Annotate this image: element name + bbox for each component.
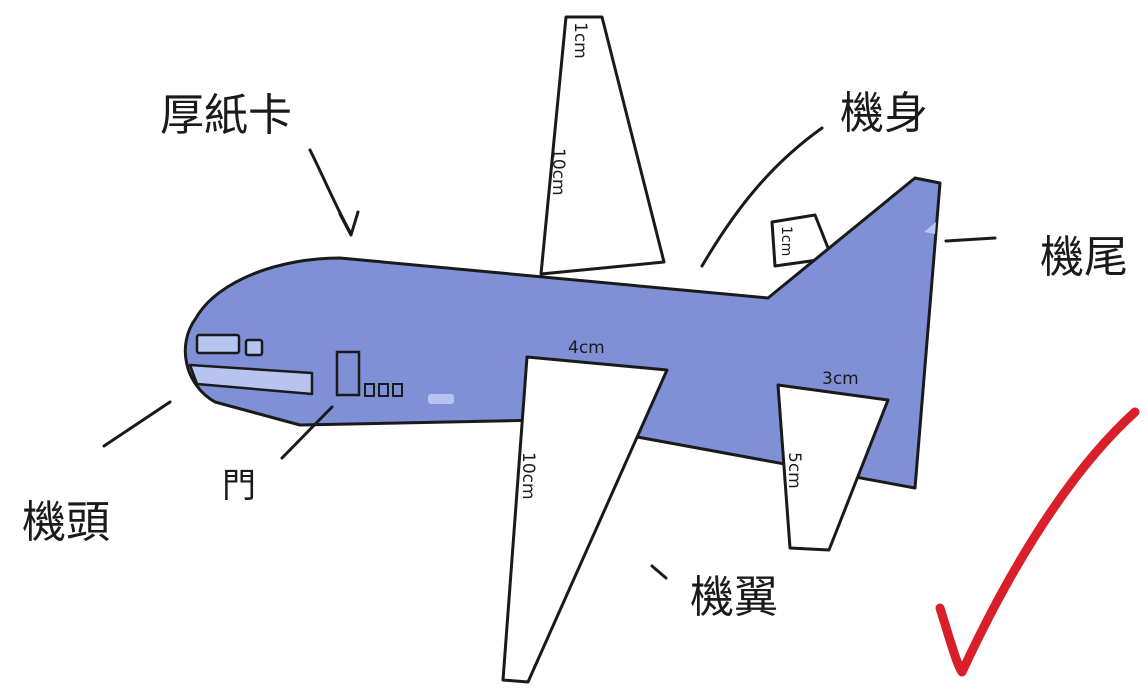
nose-leader — [102, 400, 172, 448]
main-wing — [501, 355, 669, 684]
cockpit-window-small — [244, 338, 264, 357]
door — [335, 350, 361, 397]
nose-stripe — [188, 363, 314, 396]
tail-wing-root-dim: 3cm — [822, 369, 859, 389]
cabin-window — [378, 383, 389, 397]
fuselage-body — [183, 176, 942, 490]
cardboard-label: 厚紙卡 — [160, 90, 292, 141]
nose-label: 機頭 — [22, 497, 110, 548]
wing-leader — [650, 564, 668, 580]
cardboard-arrow-head — [338, 210, 360, 237]
top-wing-tip-dim: 1cm — [570, 22, 590, 59]
cockpit-window — [195, 333, 241, 355]
tail-highlight — [924, 222, 936, 234]
fin-dim: 1cm — [778, 226, 794, 256]
top-wing — [539, 15, 666, 276]
tail-wing — [776, 383, 890, 552]
tail-leader — [944, 236, 997, 243]
cabin-window — [364, 383, 375, 397]
tail-label: 機尾 — [1040, 232, 1128, 283]
fuselage-leader — [700, 126, 824, 268]
door-label: 門 — [222, 466, 256, 506]
body-highlight — [428, 394, 454, 404]
tail-wing-length-dim: 5cm — [784, 452, 804, 489]
check-mark-icon — [935, 407, 1140, 677]
fuselage-label: 機身 — [840, 88, 928, 139]
wing-label: 機翼 — [690, 572, 778, 623]
top-wing-length-dim: 10cm — [548, 148, 568, 196]
door-leader — [280, 405, 334, 460]
main-wing-length-dim: 10cm — [518, 452, 538, 500]
cabin-window — [392, 383, 403, 397]
main-wing-root-dim: 4cm — [568, 338, 605, 358]
